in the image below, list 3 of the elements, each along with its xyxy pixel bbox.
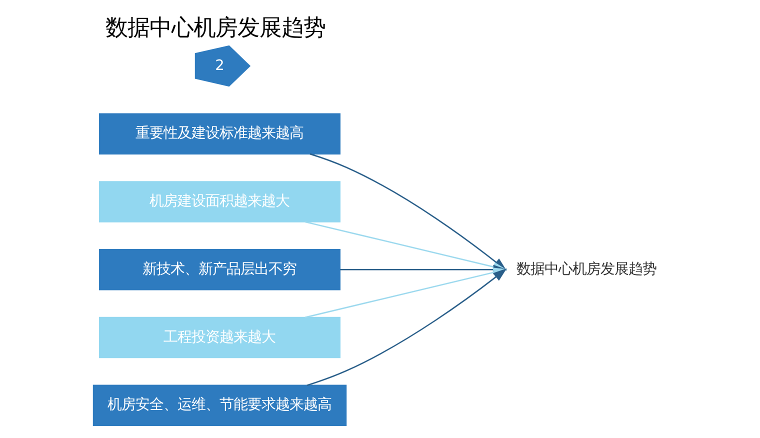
label: 2 — [215, 58, 224, 74]
node-text: 数据中心机房发展趋势 — [516, 261, 656, 278]
diagram-title: 数据中心机房发展趋势 — [105, 14, 326, 41]
